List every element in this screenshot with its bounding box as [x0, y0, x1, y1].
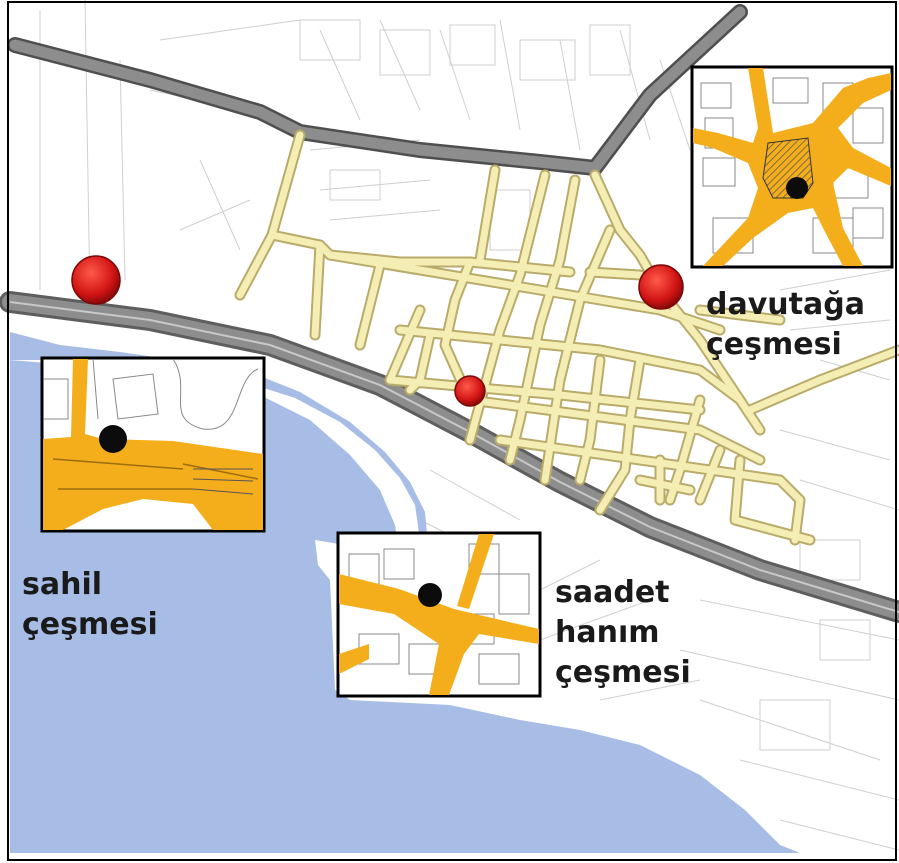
inset-sahil-point	[99, 425, 127, 453]
inset-saadet-street	[339, 574, 539, 695]
saadet-fountain-marker[interactable]	[454, 375, 486, 407]
label-saadet-line2: hanım	[555, 615, 660, 650]
label-saadet-fountain: saadet hanım çeşmesi	[555, 573, 691, 693]
label-davutaga-line2: çeşmesi	[706, 327, 842, 362]
label-davutaga-fountain: davutağa çeşmesi	[706, 285, 865, 365]
inset-saadet-street-2	[339, 534, 494, 674]
label-sahil-fountain: sahil çeşmesi	[22, 565, 158, 645]
street-network	[234, 129, 899, 546]
sahil-fountain-marker[interactable]	[71, 255, 121, 305]
davutaga-fountain-marker[interactable]	[638, 264, 684, 310]
inset-saadet-point	[418, 583, 442, 607]
label-davutaga-line1: davutağa	[706, 287, 865, 322]
inset-saadet	[336, 531, 542, 698]
label-saadet-line3: çeşmesi	[555, 655, 691, 690]
label-saadet-line1: saadet	[555, 575, 670, 610]
inset-davutaga	[690, 65, 894, 269]
inset-sahil-street	[43, 359, 263, 530]
cadastral-background	[39, 0, 899, 851]
label-sahil-line2: çeşmesi	[22, 607, 158, 642]
label-sahil-line1: sahil	[22, 567, 103, 602]
inset-davutaga-point	[786, 177, 808, 199]
map-frame	[7, 1, 897, 861]
inset-sahil	[40, 356, 266, 533]
upper-road	[9, 6, 746, 174]
